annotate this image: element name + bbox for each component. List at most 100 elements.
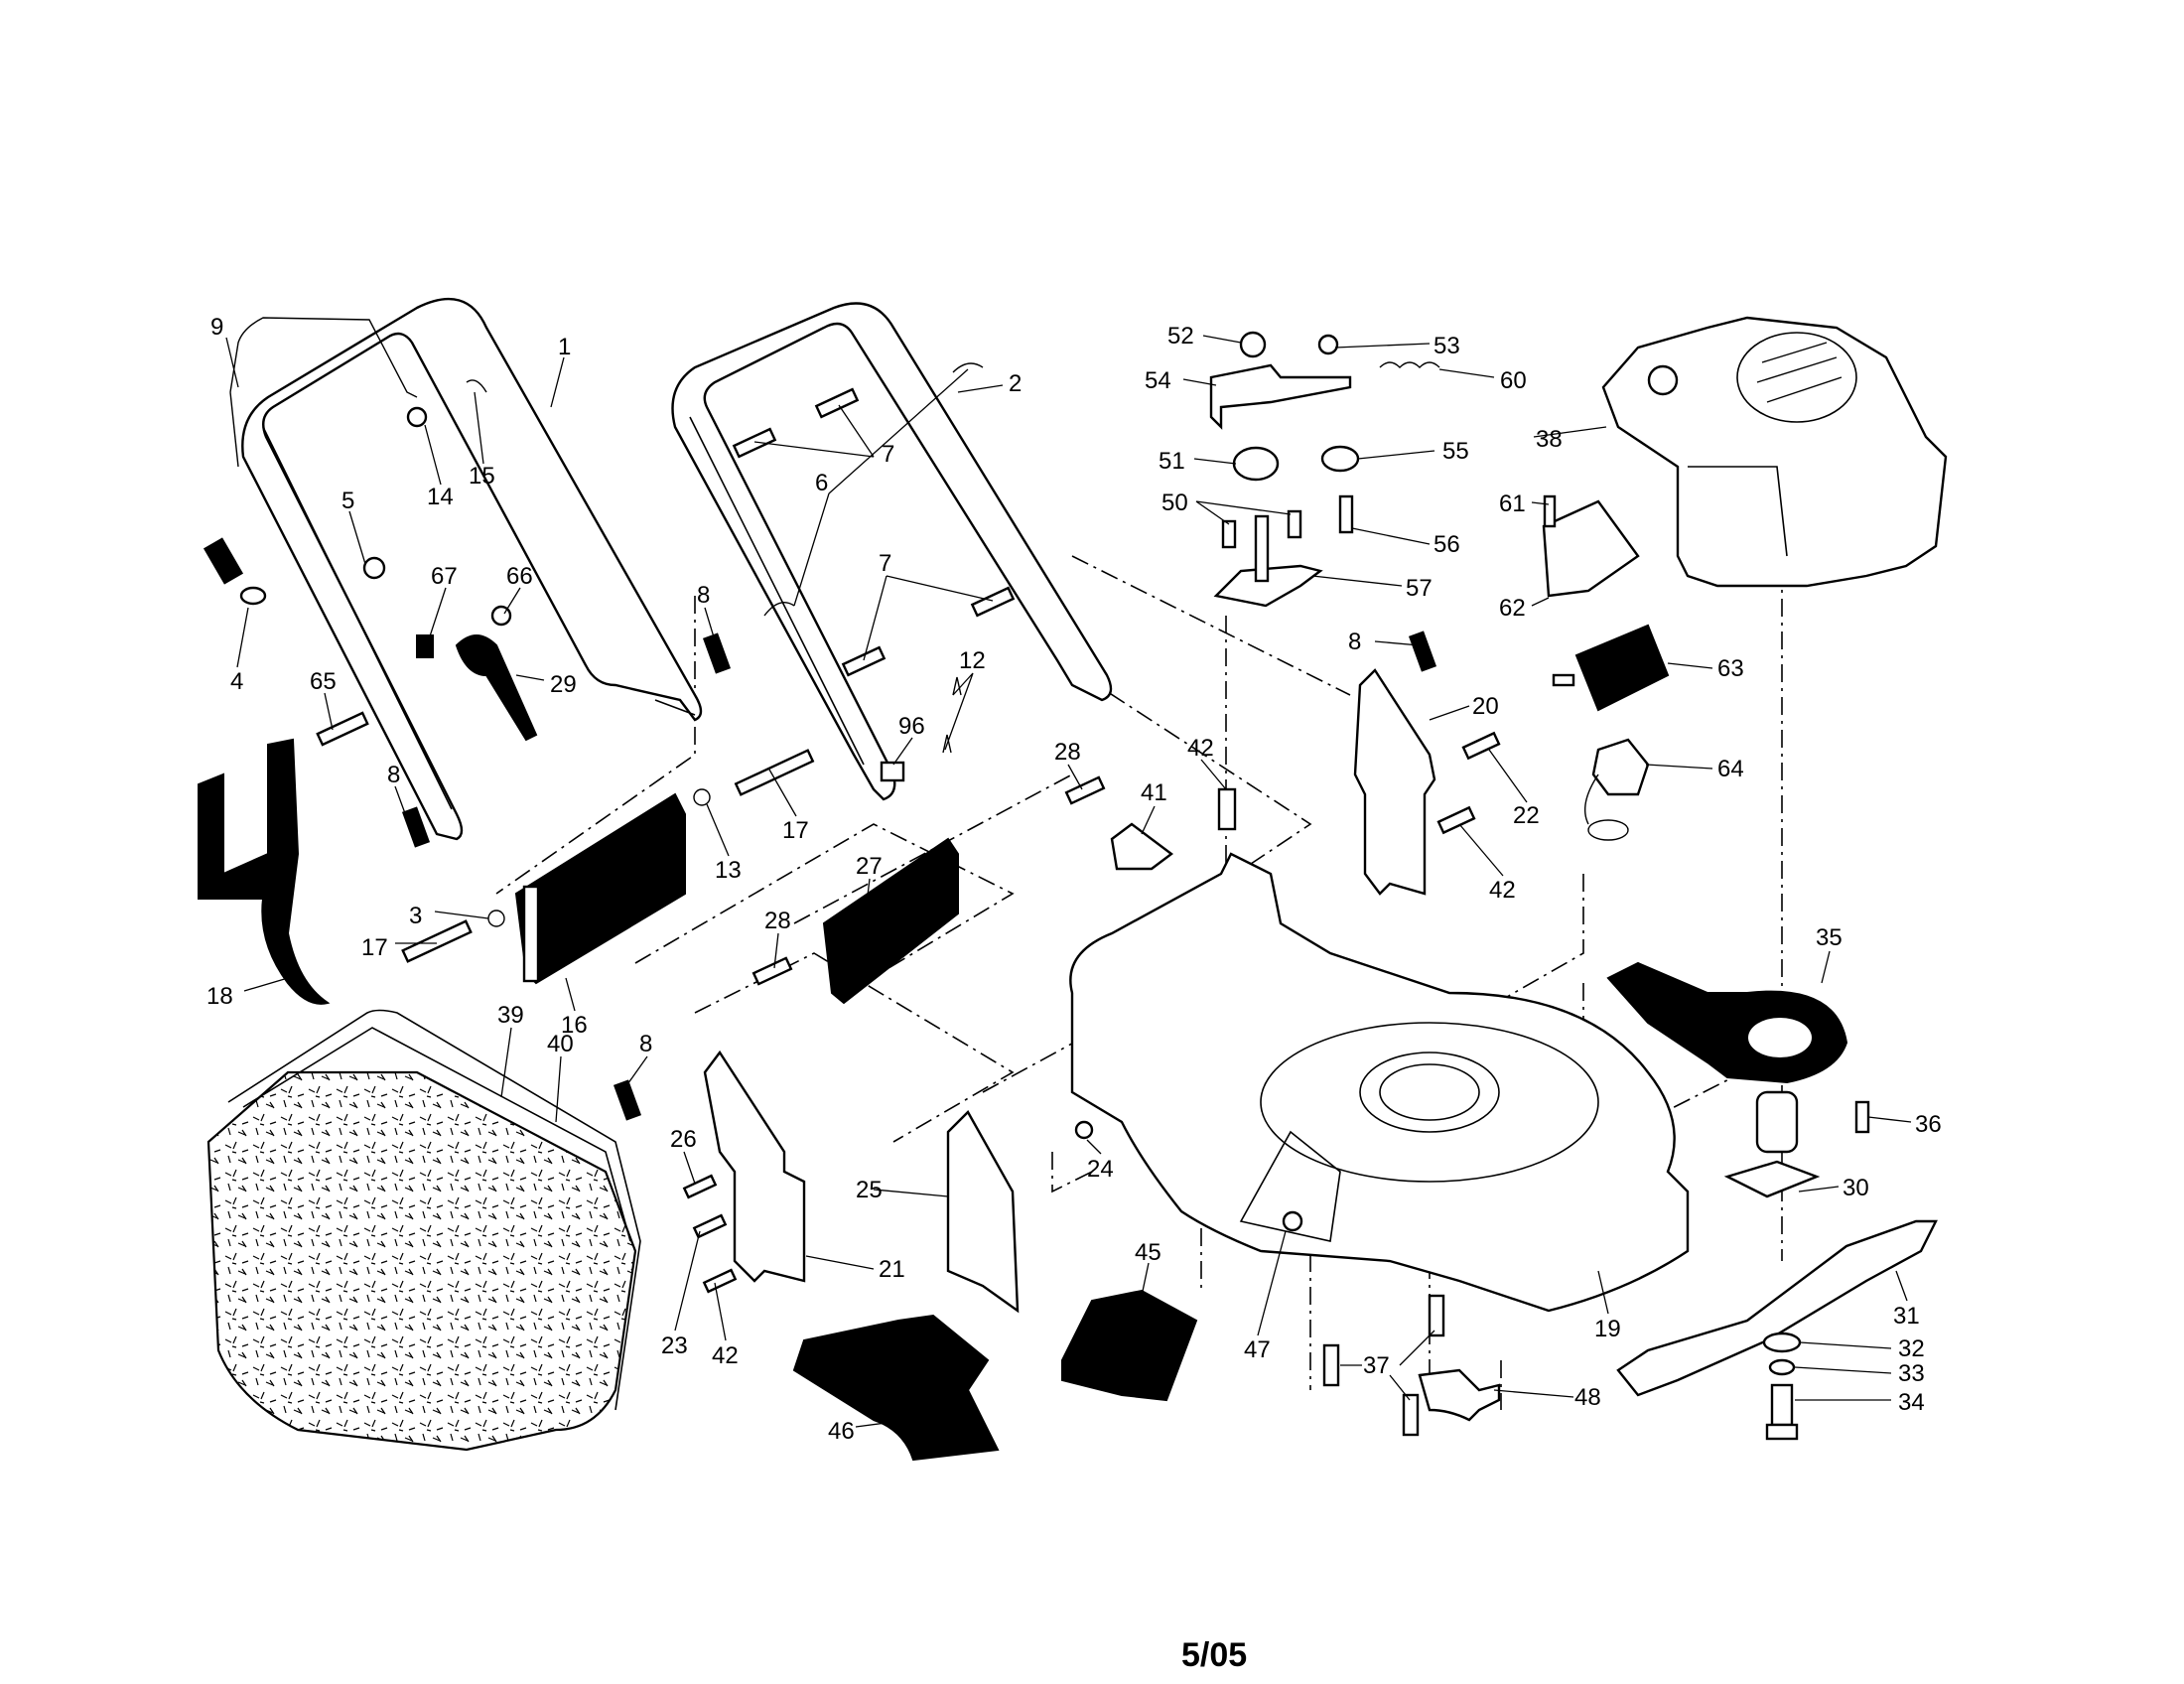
callout-28: 28 bbox=[1054, 739, 1081, 766]
callout-62: 62 bbox=[1499, 595, 1526, 622]
handle-hardware bbox=[203, 379, 538, 747]
nut-47 bbox=[1282, 1210, 1303, 1232]
callout-17: 17 bbox=[782, 817, 809, 844]
callout-30: 30 bbox=[1843, 1175, 1869, 1201]
callout-60: 60 bbox=[1500, 367, 1527, 394]
callout-31: 31 bbox=[1893, 1303, 1920, 1330]
rear-baffle bbox=[946, 1110, 1020, 1314]
callout-36: 36 bbox=[1915, 1111, 1942, 1138]
callout-46: 46 bbox=[828, 1418, 855, 1445]
callout-54: 54 bbox=[1145, 367, 1171, 394]
callout-65: 65 bbox=[310, 668, 337, 695]
callout-29: 29 bbox=[550, 671, 577, 698]
callout-24: 24 bbox=[1087, 1156, 1114, 1183]
callout-47: 47 bbox=[1244, 1336, 1271, 1363]
callout-labels: 9 1 14 15 5 6 7 66 4 65 29 8 18 3 17 16 1… bbox=[206, 314, 1942, 1445]
callout-7: 7 bbox=[879, 550, 891, 577]
battery-connector bbox=[1552, 673, 1575, 687]
callout-4: 4 bbox=[230, 668, 243, 695]
callout-48: 48 bbox=[1574, 1384, 1601, 1411]
callout-39: 39 bbox=[497, 1002, 524, 1029]
callout-27: 27 bbox=[856, 853, 883, 880]
leader-lines bbox=[225, 335, 1912, 1428]
charger bbox=[1584, 738, 1650, 841]
callout-56: 56 bbox=[1433, 531, 1460, 558]
callout-57: 57 bbox=[1406, 575, 1433, 602]
callout-18: 18 bbox=[206, 983, 233, 1010]
battery-box bbox=[1542, 494, 1640, 598]
deck-bolts-and-bracket bbox=[1322, 1294, 1501, 1437]
callout-5: 5 bbox=[341, 488, 354, 514]
callout-41: 41 bbox=[1141, 779, 1167, 806]
deflector-41 bbox=[1110, 822, 1173, 871]
callout-8: 8 bbox=[639, 1031, 652, 1057]
revision-date: 5/05 bbox=[1181, 1636, 1247, 1674]
callout-55: 55 bbox=[1442, 438, 1469, 465]
idler-assembly bbox=[1209, 331, 1440, 608]
blade-adapter bbox=[1723, 1090, 1821, 1198]
blade-hardware bbox=[1762, 1332, 1802, 1441]
callout-33: 33 bbox=[1898, 1360, 1925, 1387]
callout-17: 17 bbox=[361, 934, 388, 961]
callout-12: 12 bbox=[959, 647, 986, 674]
callout-2: 2 bbox=[1009, 370, 1022, 397]
callout-61: 61 bbox=[1499, 491, 1526, 517]
engine bbox=[1601, 316, 1948, 588]
callout-1: 1 bbox=[558, 334, 571, 360]
deck bbox=[1069, 852, 1690, 1313]
side-discharge-plug bbox=[1061, 1289, 1198, 1402]
callout-37: 37 bbox=[1363, 1352, 1390, 1379]
baffle-bolt bbox=[1854, 1100, 1870, 1134]
mower-blade bbox=[1616, 1219, 1938, 1397]
callout-38: 38 bbox=[1536, 426, 1563, 453]
height-adjuster-right bbox=[1353, 668, 1501, 896]
callout-50: 50 bbox=[1161, 490, 1188, 516]
cable-tie-6a bbox=[763, 602, 795, 617]
height-adjuster-left bbox=[682, 1050, 806, 1294]
rear-flap bbox=[822, 837, 959, 1005]
callout-20: 20 bbox=[1472, 693, 1499, 720]
flap-hardware bbox=[751, 676, 1106, 986]
callout-63: 63 bbox=[1717, 655, 1744, 682]
callout-42: 42 bbox=[1489, 877, 1516, 904]
callout-9: 9 bbox=[210, 314, 223, 341]
callout-16: 16 bbox=[561, 1012, 588, 1039]
callout-42: 42 bbox=[712, 1342, 739, 1369]
callout-21: 21 bbox=[879, 1256, 905, 1283]
callout-53: 53 bbox=[1433, 333, 1460, 359]
callout-52: 52 bbox=[1167, 323, 1194, 350]
callout-13: 13 bbox=[715, 857, 742, 884]
callout-15: 15 bbox=[469, 463, 495, 490]
callout-8: 8 bbox=[1348, 629, 1361, 655]
springs-and-rod bbox=[401, 749, 815, 963]
control-bail bbox=[229, 317, 418, 468]
callout-19: 19 bbox=[1594, 1316, 1621, 1342]
chute-deflector bbox=[792, 1314, 1000, 1462]
grass-bag bbox=[206, 1009, 641, 1452]
callout-34: 34 bbox=[1898, 1389, 1925, 1416]
callout-3: 3 bbox=[409, 903, 422, 929]
callout-7: 7 bbox=[882, 441, 894, 468]
callout-26: 26 bbox=[670, 1126, 697, 1153]
callout-22: 22 bbox=[1513, 802, 1540, 829]
callout-32: 32 bbox=[1898, 1335, 1925, 1362]
callout-66: 66 bbox=[506, 563, 533, 590]
blade-baffle bbox=[1606, 961, 1848, 1084]
nut-24 bbox=[1074, 1120, 1094, 1140]
battery bbox=[1574, 624, 1670, 712]
callout-40: 40 bbox=[547, 1031, 574, 1057]
handle-knobs bbox=[401, 631, 1437, 1121]
callout-51: 51 bbox=[1159, 448, 1185, 475]
callout-45: 45 bbox=[1135, 1239, 1161, 1266]
callout-28: 28 bbox=[764, 908, 791, 934]
callout-64: 64 bbox=[1717, 756, 1744, 782]
callout-6: 6 bbox=[815, 470, 828, 496]
rear-door bbox=[514, 792, 686, 985]
callout-14: 14 bbox=[427, 484, 454, 510]
handle-bolts bbox=[732, 387, 1016, 677]
cable-tie-6b bbox=[952, 362, 984, 373]
callout-23: 23 bbox=[661, 1333, 688, 1359]
callout-35: 35 bbox=[1816, 924, 1843, 951]
